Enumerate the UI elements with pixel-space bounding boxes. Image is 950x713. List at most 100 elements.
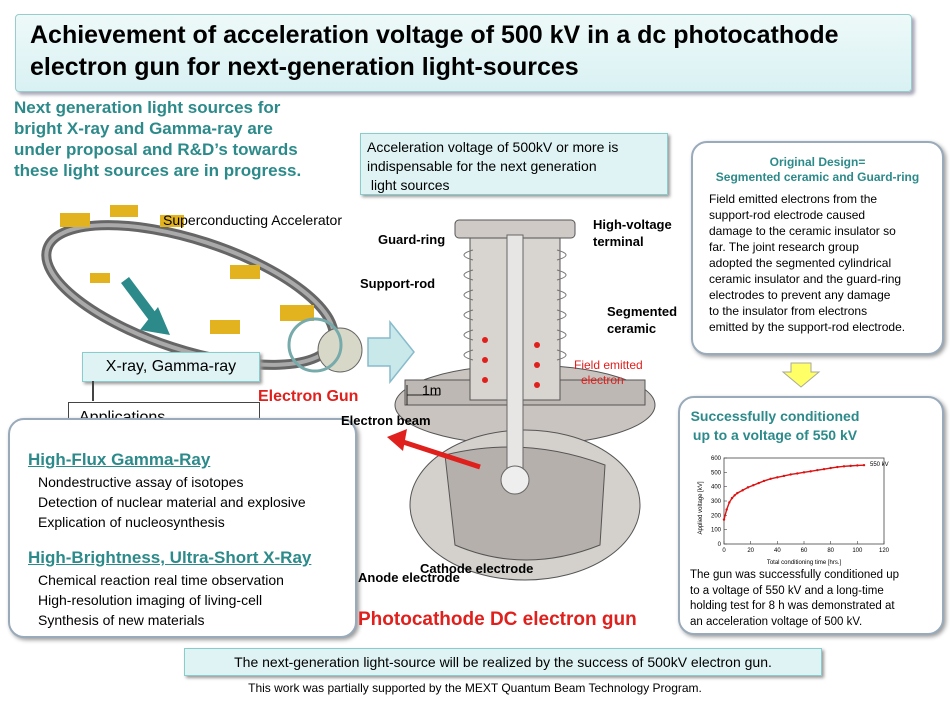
title-line-2: electron gun for next-generation light-s… [30,53,579,81]
gamma-heading: High-Flux Gamma-Ray [28,450,211,469]
conditioning-line: to a voltage of 550 kV and a long-time [690,584,884,597]
field-emitted-label: Field emitted [574,358,643,372]
electron-gun-drawing [387,219,656,581]
intro-line-1: Next generation light sources for [14,98,281,117]
chart-point [842,465,846,468]
segmented-ceramic-label-2: ceramic [607,321,657,336]
chart-y-tick-label: 600 [711,456,722,462]
conditioning-panel: Successfully conditioned up to a voltage… [678,396,944,635]
chart-y-tick-label: 0 [718,542,722,548]
intro-text: Next generation light sources for bright… [14,97,344,181]
xray-item: Synthesis of new materials [38,612,205,628]
chart-y-tick-label: 400 [711,485,722,491]
gun-caption: Photocathode DC electron gun [358,609,637,630]
chart-point [789,473,792,476]
chart-y-tick-label: 100 [711,528,722,534]
voltage-note-line: indispensable for the next generation [367,158,597,174]
chart-point [822,467,826,471]
chart-x-tick-label: 40 [774,548,781,554]
chart-point [849,464,852,468]
design-line: damage to the ceramic insulator so [709,224,896,238]
chart-y-tick-label: 500 [711,470,722,476]
design-title: Original Design= [769,155,866,169]
chart-point [722,518,726,521]
xray-heading: High-Brightness, Ultra-Short X-Ray [28,548,312,567]
chart-xlabel: Total conditioning time [hrs.] [767,560,842,566]
conditioning-line: holding test for 8 h was demonstrated at [690,600,895,612]
chart-point [782,474,786,478]
gamma-item: Nondestructive assay of isotopes [38,474,244,490]
chart-point [757,481,760,485]
chart-x-tick-label: 80 [827,548,834,554]
chart-x-tick-label: 60 [801,548,808,554]
chart-point [762,479,766,483]
intro-line-4: these light sources are in progress. [14,161,302,180]
connector-line [92,381,94,401]
voltage-note-line: light sources [367,177,450,193]
intro-line-3: under proposal and R&D’s towards [14,140,298,159]
hv-terminal-label-2: terminal [593,234,644,249]
design-line: ceramic insulator and the guard-ring [709,272,902,286]
chart-point [730,496,734,500]
right-arrow-icon [367,320,415,384]
anode-label: Anode electrode [358,570,460,585]
chart-point [741,489,744,492]
conditioning-subtitle: up to a voltage of 550 kV [692,427,858,443]
accelerator-label: Superconducting Accelerator [163,212,342,228]
design-line: Field emitted electrons from the [709,192,878,206]
voltage-note-line: Acceleration voltage of 500kV or more is [367,139,619,155]
chart-annotation: 550 kV [870,462,889,468]
chart-ylabel: Applied voltage [kV] [698,481,704,534]
design-line: far. The joint research group [709,240,859,254]
chart-point [816,468,819,472]
chart-y-tick-label: 300 [711,499,722,505]
conditioning-chart: 0 20 40 60 80 100 120 0 100 200 300 400 500 600 Appli… [698,456,890,566]
title-line-1: Achievement of acceleration voltage of 5… [30,21,839,49]
applications-panel: High-Flux Gamma-Ray Nondestructive assay… [8,418,357,638]
design-panel: Original Design= Segmented ceramic and G… [691,141,944,355]
xray-item: High-resolution imaging of living-cell [38,592,263,608]
chart-point [769,477,772,480]
design-text: Field emitted electrons from the support… [709,191,939,335]
electron-gun-label: Electron Gun [258,388,359,405]
title-banner: Achievement of acceleration voltage of 5… [15,14,912,92]
chart-x-tick-label: 120 [879,548,890,554]
chart-x-tick-label: 100 [852,548,863,554]
chart-point [746,486,750,489]
chart-point [809,470,812,473]
design-subtitle: Segmented ceramic and Guard-ring [715,170,920,184]
chart-point [856,464,859,467]
guard-ring-label: Guard-ring [378,232,446,247]
cathode-label: Cathode electrode [420,561,534,576]
conditioning-line: an acceleration voltage of 500 kV. [690,615,863,628]
electron-beam-label: Electron beam [341,413,431,428]
support-rod-label: Support-rod [360,276,436,291]
design-line: support-rod electrode caused [709,208,866,222]
segmented-ceramic-label: Segmented [607,304,678,319]
conclusion-box: The next-generation light-source will be… [184,648,822,676]
chart-x-tick-label: 20 [747,548,754,554]
footer-note: This work was partially supported by the… [248,681,702,695]
chart-y-tick-label: 200 [711,513,722,519]
chart-point [796,472,799,475]
design-line: adopted the segmented cylindrical [709,256,892,270]
chart-point [862,463,866,467]
chart-point [829,466,832,470]
chart-point [733,494,736,497]
scale-label: 1m [422,382,442,398]
chart-x-tick-label: 0 [722,548,726,554]
accelerator-image [41,205,363,373]
chart-point [836,465,839,469]
conditioning-text: The gun was successfully conditioned up … [690,568,940,630]
chart-point [802,471,806,474]
chart-point [736,491,739,495]
xray-item: Chemical reaction real time observation [38,572,284,588]
gamma-item: Explication of nucleosynthesis [38,514,225,530]
chart-point [725,508,728,511]
design-line: electrodes to prevent any damage [709,288,891,302]
design-line: emitted by the support-rod electrode. [709,320,906,334]
gamma-item: Detection of nuclear material and explos… [38,494,306,510]
hv-terminal-label: High-voltage [593,217,672,232]
xray-gamma-box: X-ray, Gamma-ray [82,352,260,382]
conditioning-line: The gun was successfully conditioned up [690,569,900,581]
